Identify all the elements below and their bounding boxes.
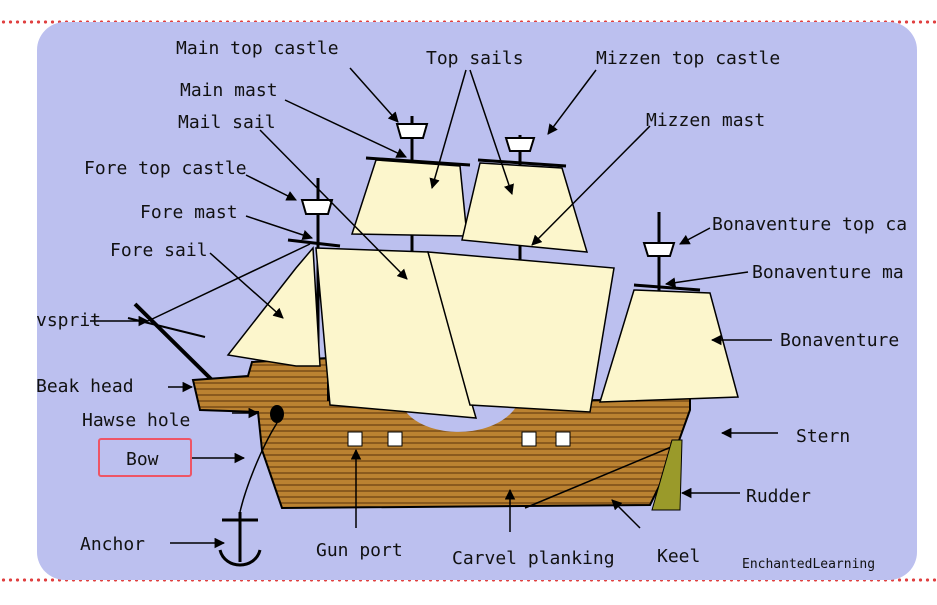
main-sail bbox=[315, 247, 478, 419]
label-main-mast: Main mast bbox=[180, 80, 278, 101]
label-fore-sail: Fore sail bbox=[110, 240, 208, 261]
label-keel: Keel bbox=[657, 546, 700, 567]
label-bonaventure-top-castle: Bonaventure top ca bbox=[712, 214, 907, 235]
credit-text: EnchantedLearning bbox=[742, 557, 875, 572]
label-mizzen-top-castle: Mizzen top castle bbox=[596, 48, 780, 69]
bonaventure-top-castle bbox=[642, 242, 676, 257]
label-bonaventure-sail: Bonaventure bbox=[780, 330, 899, 351]
label-beak-head: Beak head bbox=[36, 376, 134, 397]
gun-port bbox=[347, 431, 363, 447]
main-top-castle bbox=[395, 123, 429, 139]
label-mail-sail: Mail sail bbox=[178, 112, 276, 133]
leader-lines bbox=[90, 67, 778, 549]
fore-yard bbox=[287, 238, 341, 248]
keel-line bbox=[524, 444, 677, 509]
label-bonaventure-mast: Bonaventure ma bbox=[752, 262, 904, 283]
fore-sail bbox=[226, 246, 321, 367]
bow-highlight-box bbox=[98, 438, 192, 477]
label-fore-mast: Fore mast bbox=[140, 202, 238, 223]
gun-port bbox=[521, 431, 537, 447]
label-mizzen-mast: Mizzen mast bbox=[646, 110, 765, 131]
label-main-top-castle: Main top castle bbox=[176, 38, 339, 59]
anchor-icon bbox=[218, 422, 278, 567]
hawse-hole bbox=[270, 405, 284, 423]
label-bow: Bow bbox=[126, 449, 159, 470]
label-top-sails: Top sails bbox=[426, 48, 524, 69]
label-fore-top-castle: Fore top castle bbox=[84, 158, 247, 179]
rudder bbox=[651, 439, 683, 511]
mizzen-top-castle bbox=[504, 137, 536, 152]
fore-top-castle bbox=[300, 199, 334, 215]
mizzen-sail bbox=[426, 251, 615, 413]
label-rudder: Rudder bbox=[746, 486, 811, 507]
label-stern: Stern bbox=[796, 426, 850, 447]
bottom-dotted-border bbox=[0, 578, 937, 582]
main-top-sail bbox=[350, 159, 468, 237]
label-gun-port: Gun port bbox=[316, 540, 403, 561]
bonaventure-sail bbox=[598, 289, 739, 403]
mizzen-top-yard bbox=[477, 158, 567, 168]
label-anchor: Anchor bbox=[80, 534, 145, 555]
gun-port bbox=[555, 431, 571, 447]
label-carvel-planking: Carvel planking bbox=[452, 548, 615, 569]
label-hawse-hole: Hawse hole bbox=[82, 410, 190, 431]
bonaventure-yard bbox=[633, 283, 701, 292]
bowsprit bbox=[133, 302, 214, 382]
mizzen-top-sail bbox=[461, 162, 589, 253]
gun-port bbox=[387, 431, 403, 447]
label-bowsprit: vsprit bbox=[36, 310, 101, 331]
main-top-yard bbox=[365, 156, 471, 167]
